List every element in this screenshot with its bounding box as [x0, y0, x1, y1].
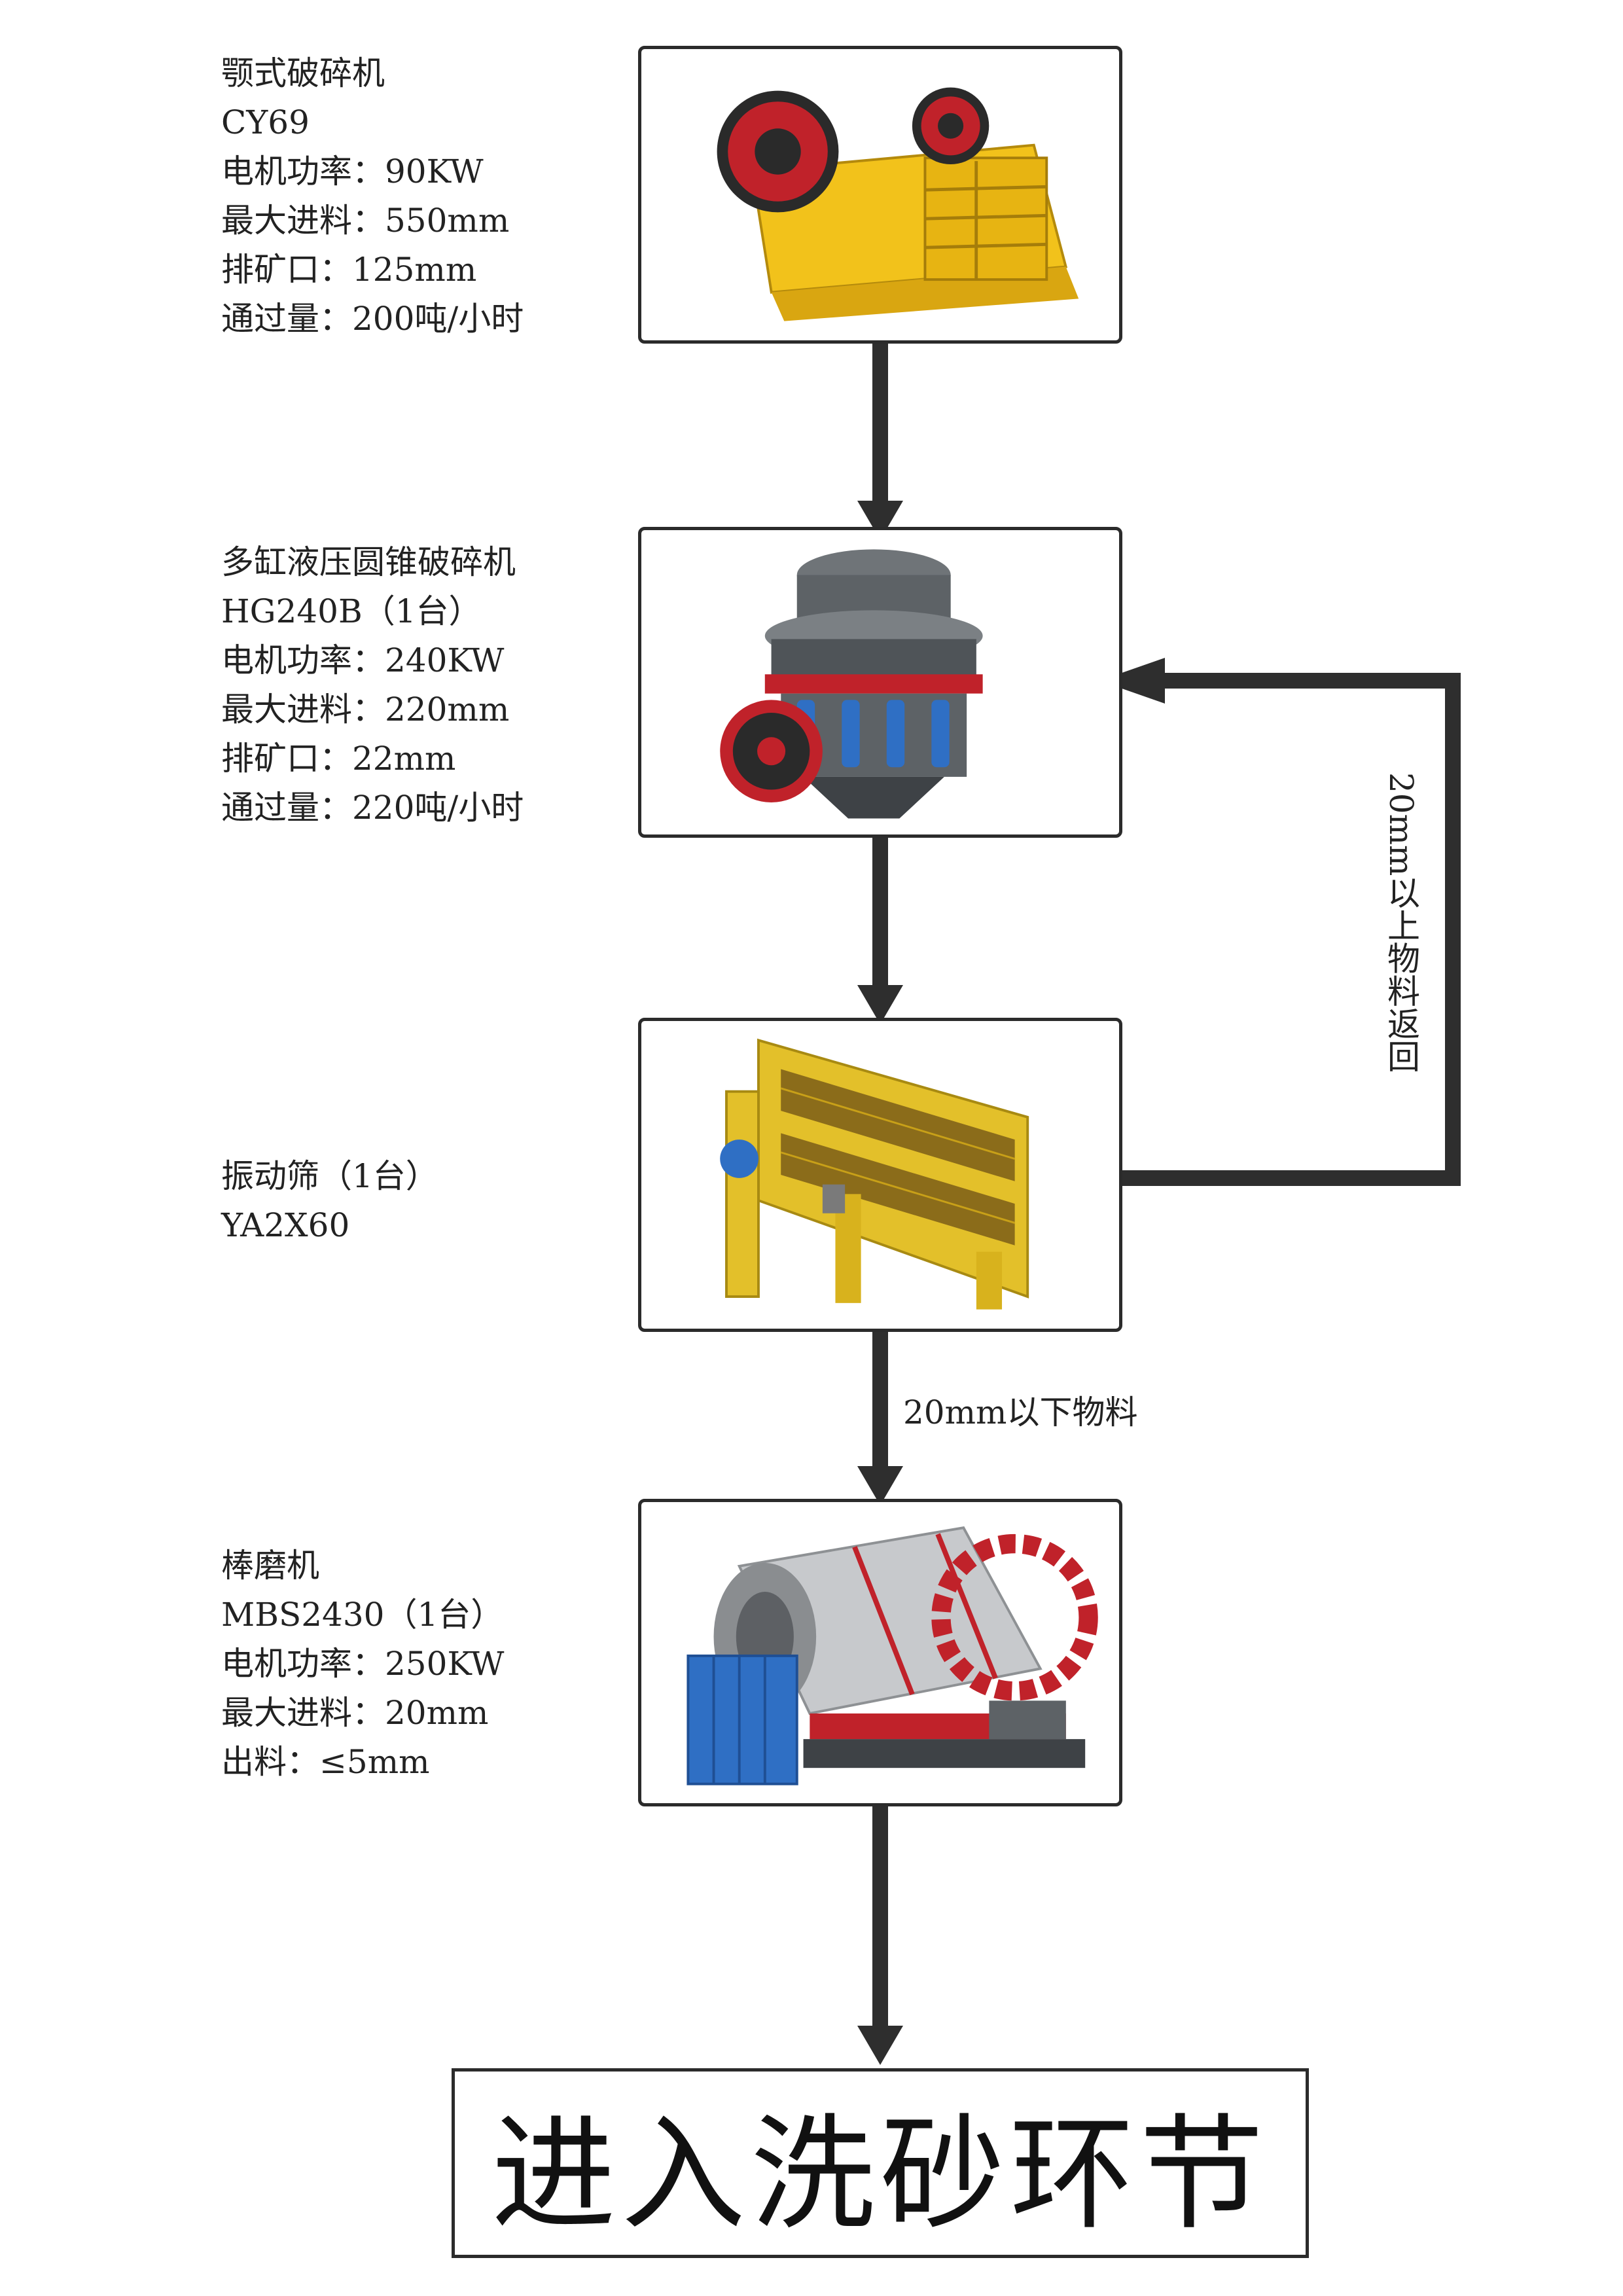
- spec-power: 电机功率：90KW: [221, 152, 484, 190]
- machine-name: 颚式破碎机: [221, 54, 385, 92]
- cone-crusher-image: [720, 549, 983, 819]
- spec-power: 电机功率：240KW: [221, 641, 505, 679]
- machine-model: YA2X60: [221, 1206, 350, 1244]
- spec-max-feed: 最大进料：550mm: [221, 202, 510, 240]
- spec-discharge: 排矿口：22mm: [221, 740, 456, 778]
- final-step-text: 进入洗砂环节: [491, 2102, 1269, 2247]
- arrow-head-cone-to-screen: [857, 985, 903, 1024]
- spec-max-feed: 最大进料：220mm: [221, 691, 510, 728]
- machine-name: 棒磨机: [221, 1547, 319, 1585]
- arrow-head-jaw-to-cone: [857, 501, 903, 540]
- return-loop-label: 20mm以上物料返回: [1382, 772, 1420, 1073]
- machine-model: CY69: [221, 103, 310, 141]
- machine-name: 多缸液压圆锥破碎机: [221, 543, 516, 581]
- final-step-box: 进入洗砂环节: [452, 2068, 1309, 2258]
- spec-max-feed: 最大进料：20mm: [221, 1694, 489, 1732]
- arrow-head-return-loop: [1099, 658, 1165, 704]
- cone-crusher-box: [638, 527, 1122, 838]
- vibrating-screen-image: [720, 1038, 1029, 1310]
- jaw-crusher-image: [717, 87, 1079, 321]
- arrow-head-screen-to-rodmill: [857, 1466, 903, 1505]
- rod-mill-box: [638, 1499, 1122, 1806]
- machine-model: HG240B（1台）: [221, 592, 482, 630]
- rod-mill-image: [687, 1526, 1098, 1785]
- below-20mm-label: 20mm以下物料: [903, 1393, 1138, 1431]
- vibrating-screen-info: 振动筛（1台） YA2X60: [221, 1152, 438, 1250]
- spec-output: 出料：≤5mm: [221, 1743, 430, 1781]
- spec-throughput: 通过量：200吨/小时: [221, 300, 524, 338]
- spec-throughput: 通过量：220吨/小时: [221, 789, 524, 827]
- jaw-crusher-box: [638, 46, 1122, 344]
- machine-model: MBS2430（1台）: [221, 1596, 504, 1634]
- rod-mill-info: 棒磨机 MBS2430（1台） 电机功率：250KW 最大进料：20mm 出料：…: [221, 1541, 504, 1787]
- spec-discharge: 排矿口：125mm: [221, 251, 477, 289]
- spec-power: 电机功率：250KW: [221, 1645, 505, 1683]
- arrow-return-loop: [1122, 673, 1461, 1186]
- cone-crusher-info: 多缸液压圆锥破碎机 HG240B（1台） 电机功率：240KW 最大进料：220…: [221, 538, 524, 833]
- jaw-crusher-info: 颚式破碎机 CY69 电机功率：90KW 最大进料：550mm 排矿口：125m…: [221, 49, 524, 344]
- vibrating-screen-box: [638, 1018, 1122, 1332]
- arrow-head-rodmill-to-final: [857, 2026, 903, 2065]
- machine-name: 振动筛（1台）: [221, 1157, 438, 1195]
